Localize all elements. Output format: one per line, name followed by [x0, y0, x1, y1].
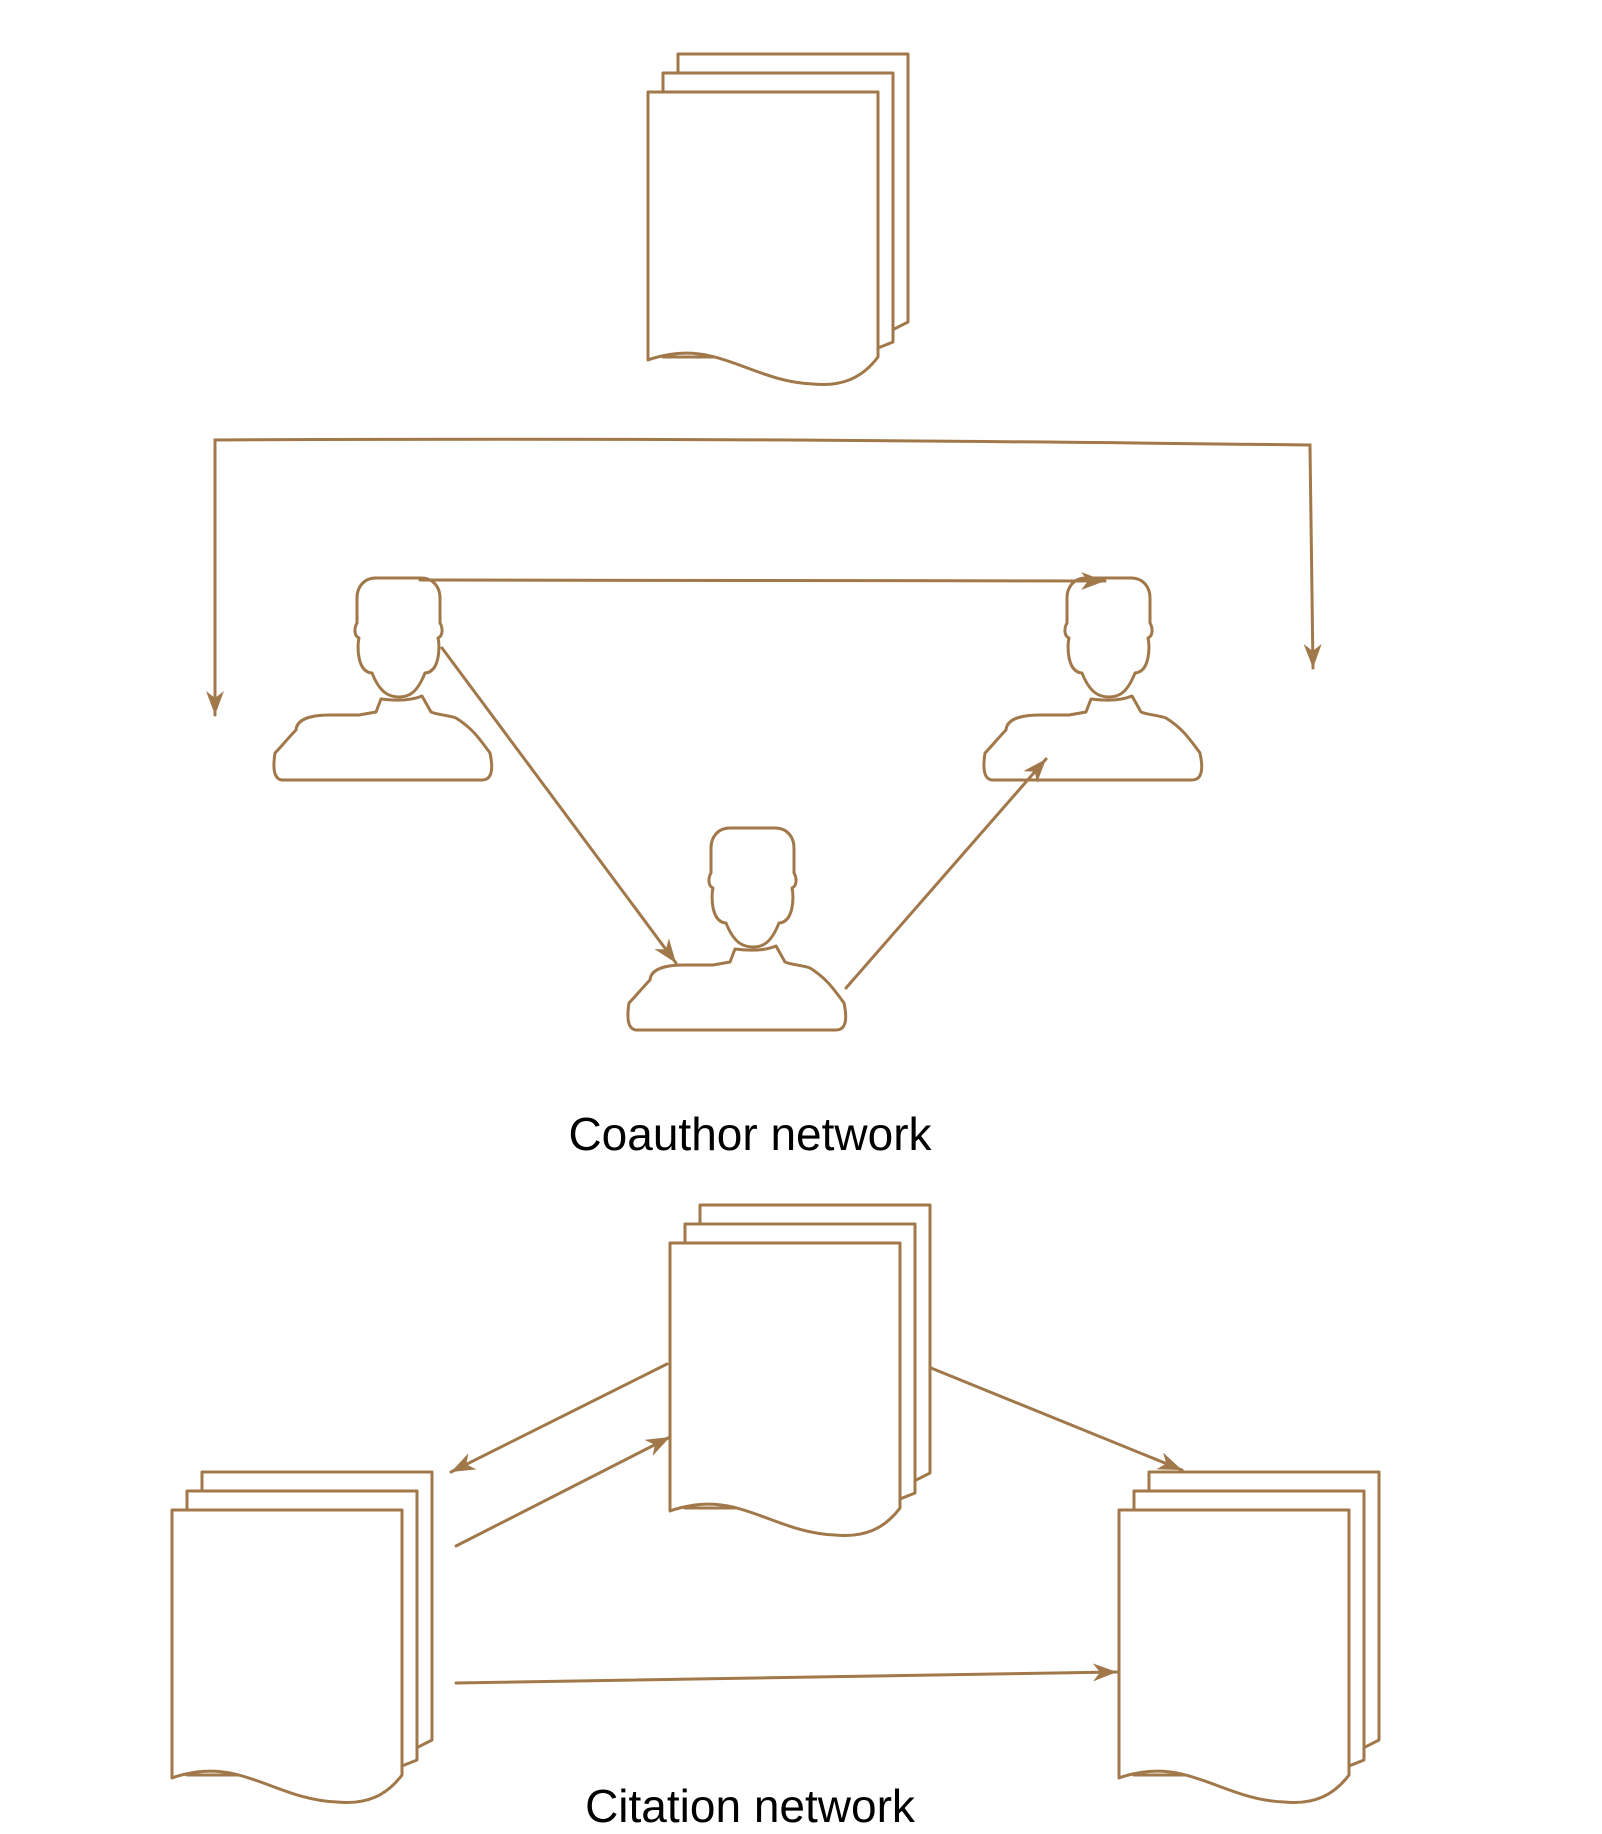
person-icon: [272, 576, 494, 782]
document-stack-icon: [170, 1470, 434, 1805]
document-stack-icon: [668, 1203, 932, 1538]
arrow-to-right: [1303, 445, 1322, 670]
coauthor-edge: [418, 571, 1107, 590]
coauthor-label: Coauthor network: [568, 1108, 932, 1160]
citation-edge: [454, 1663, 1119, 1685]
citation-edge: [454, 1435, 672, 1548]
citation-label: Citation network: [585, 1780, 916, 1832]
citation-edge: [449, 1362, 669, 1474]
document-stack-icon: [1117, 1470, 1381, 1805]
bracket-connector: [213, 437, 1312, 452]
coauthor-edge: [844, 757, 1048, 990]
person-icon: [982, 576, 1204, 782]
coauthor-edge: [440, 646, 678, 965]
citation-edge: [929, 1366, 1184, 1472]
document-stack-icon: [646, 52, 910, 387]
person-icon: [626, 826, 848, 1032]
